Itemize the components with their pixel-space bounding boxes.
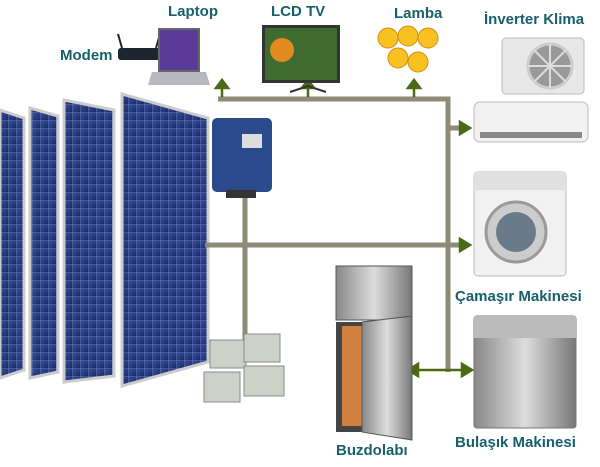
solar-panels bbox=[0, 92, 210, 388]
laptop-icon bbox=[148, 28, 210, 85]
ac-label: İnverter Klima bbox=[484, 11, 585, 28]
dishwasher-icon bbox=[473, 315, 577, 429]
tv-icon bbox=[262, 25, 340, 93]
ac-outdoor-unit-icon bbox=[501, 37, 585, 95]
washing-machine-icon bbox=[473, 171, 567, 277]
modem-icon bbox=[117, 33, 161, 60]
power-arrows bbox=[213, 77, 475, 379]
refrigerator-icon bbox=[335, 265, 413, 441]
washer-label: Çamaşır Makinesi bbox=[455, 288, 582, 305]
ac-indoor-unit-icon bbox=[473, 101, 589, 143]
laptop-label: Laptop bbox=[168, 3, 218, 20]
fridge-label: Buzdolabı bbox=[336, 442, 408, 459]
dishwasher-label: Bulaşık Makinesi bbox=[455, 434, 576, 451]
lamp-label: Lamba bbox=[394, 5, 443, 22]
inverter-icon bbox=[212, 118, 272, 198]
battery-bank-icon bbox=[203, 333, 285, 403]
tv-label: LCD TV bbox=[271, 3, 326, 20]
lamp-icons bbox=[377, 25, 439, 73]
wires bbox=[205, 96, 462, 372]
modem-label: Modem bbox=[60, 47, 113, 64]
